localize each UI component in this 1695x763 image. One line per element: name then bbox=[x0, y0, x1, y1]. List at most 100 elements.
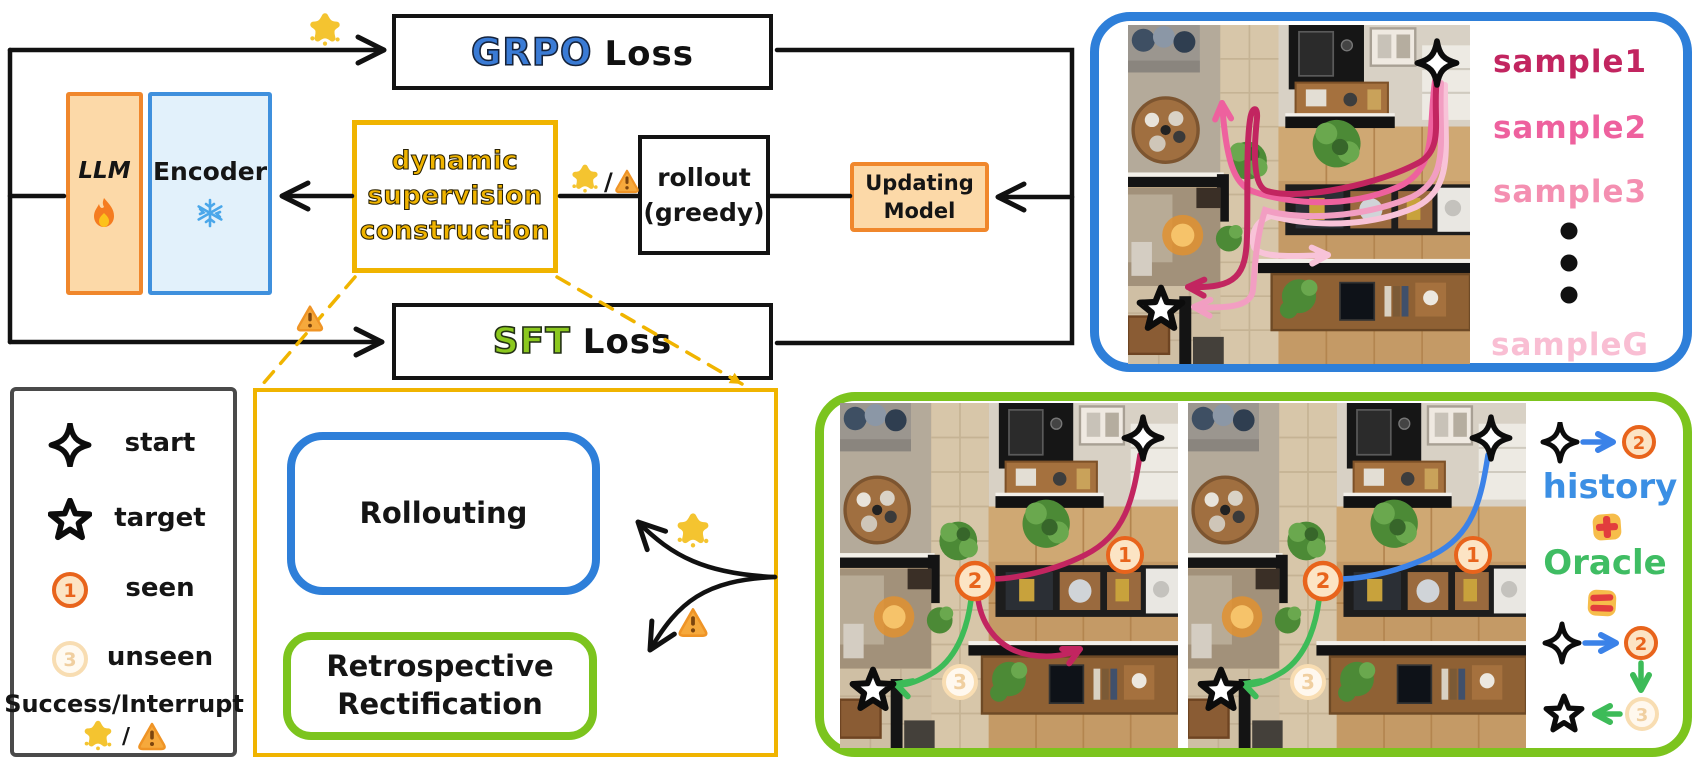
rectification-panel: 1 2 3 1 2 3 bbox=[815, 392, 1692, 757]
rectification-line1: Retrospective bbox=[326, 649, 554, 684]
svg-text:2: 2 bbox=[1633, 433, 1646, 454]
unseen-marker-icon: 3 bbox=[52, 641, 88, 677]
svg-text:2: 2 bbox=[968, 569, 983, 593]
svg-text:3: 3 bbox=[63, 649, 76, 671]
sft-loss-box: SFT Loss bbox=[392, 303, 773, 380]
ellipsis-dots-icon bbox=[1560, 222, 1578, 304]
legend-seen-label: seen bbox=[125, 573, 195, 603]
start-star-icon bbox=[1545, 624, 1579, 662]
sample3-path bbox=[1191, 80, 1445, 319]
rectification-line2: Rectification bbox=[337, 687, 543, 721]
legend-target-label: target bbox=[114, 503, 206, 533]
sample2-label: sample2 bbox=[1492, 110, 1648, 146]
encoder-label: Encoder bbox=[152, 157, 268, 186]
grpo-loss-title: GRPO Loss bbox=[470, 30, 694, 75]
dashed-link-left bbox=[260, 275, 357, 387]
plus-icon bbox=[1592, 513, 1622, 541]
target-star-icon bbox=[1546, 696, 1582, 730]
rollout-box: rollout (greedy) bbox=[638, 135, 770, 255]
svg-text:3: 3 bbox=[1301, 670, 1315, 694]
svg-text:1: 1 bbox=[63, 580, 76, 602]
svg-text:2: 2 bbox=[1635, 634, 1648, 655]
rollouting-box: Rollouting bbox=[287, 432, 600, 595]
seen-marker-1: 1 bbox=[1454, 536, 1492, 574]
grpo-text: GRPO bbox=[470, 30, 593, 75]
sampleG-label: sampleG bbox=[1491, 327, 1649, 363]
sample1-label: sample1 bbox=[1492, 44, 1648, 80]
dsc-line3: construction bbox=[359, 215, 551, 247]
interrupt-warning-icon bbox=[138, 722, 166, 751]
sample1-path bbox=[1185, 74, 1440, 299]
svg-text:3: 3 bbox=[1636, 705, 1649, 726]
interrupt-warning-icon bbox=[296, 305, 324, 332]
apartment-map-rectified: 1 2 3 bbox=[1188, 403, 1526, 748]
unseen-marker-3: 3 bbox=[1290, 664, 1326, 700]
svg-text:1: 1 bbox=[1118, 543, 1132, 567]
supervision-detail-panel: Rollouting Retrospective Rectification bbox=[253, 388, 778, 757]
seen-marker-2: 2 bbox=[1302, 560, 1344, 602]
updating-line1: Updating bbox=[865, 170, 974, 195]
rollouting-label: Rollouting bbox=[359, 495, 528, 530]
sft-loss-title: SFT Loss bbox=[492, 320, 673, 363]
target-row: 3 bbox=[1546, 696, 1659, 730]
grpo-loss-box: GRPO Loss bbox=[392, 14, 773, 90]
grpo-loss-text: Loss bbox=[604, 33, 694, 74]
seen-marker-1: 1 bbox=[1106, 536, 1144, 574]
svg-text:3: 3 bbox=[953, 670, 967, 694]
updating-line2: Model bbox=[883, 199, 956, 223]
legend-success-interrupt-label: Success/Interrupt bbox=[4, 690, 244, 718]
rollout-line2: (greedy) bbox=[643, 198, 765, 227]
interrupt-warning-icon bbox=[615, 169, 639, 194]
dynamic-supervision-box: dynamic supervision construction bbox=[352, 120, 558, 273]
legend-box: start target 1 seen 3 unseen Success/Int… bbox=[4, 387, 244, 757]
combined-row: 2 bbox=[1545, 624, 1658, 662]
retrospective-rectification-box: Retrospective Rectification bbox=[283, 632, 597, 740]
oracle-path bbox=[1241, 597, 1322, 700]
oracle-correction-path bbox=[893, 597, 974, 700]
rollout-line1: rollout bbox=[657, 163, 751, 192]
rollout-wrong-path bbox=[975, 596, 1083, 667]
updating-model-box: Updating Model bbox=[850, 162, 989, 232]
dsc-line1: dynamic bbox=[391, 145, 519, 176]
dsc-line2: supervision bbox=[367, 180, 543, 211]
sft-text: SFT bbox=[492, 320, 571, 363]
apartment-map-samples bbox=[1128, 25, 1470, 364]
samples-panel: sample1 sample2 sample3 sampleG bbox=[1090, 12, 1692, 372]
start-star-icon bbox=[1543, 423, 1577, 461]
sft-loss-text: Loss bbox=[582, 322, 673, 362]
sample3-label: sample3 bbox=[1492, 174, 1648, 210]
seen-marker-icon: 1 bbox=[52, 572, 88, 608]
history-label: history bbox=[1543, 467, 1678, 507]
target-star-icon bbox=[48, 498, 92, 542]
history-row: 2 bbox=[1543, 423, 1656, 461]
history-path bbox=[1337, 452, 1491, 582]
legend-unseen-label: unseen bbox=[106, 642, 214, 672]
rollout-history-path bbox=[989, 452, 1143, 582]
legend-start-label: start bbox=[124, 428, 196, 458]
equals-icon bbox=[1587, 589, 1617, 617]
updating-model-label: Updating Model bbox=[865, 169, 974, 226]
sample2-path bbox=[1212, 78, 1438, 206]
sampleG-path bbox=[1249, 82, 1449, 267]
seen-marker-2: 2 bbox=[954, 560, 996, 602]
apartment-map-rollout: 1 2 3 bbox=[840, 403, 1178, 748]
oracle-label: Oracle bbox=[1543, 543, 1666, 583]
llm-label: LLM bbox=[78, 157, 131, 184]
unseen-marker-3: 3 bbox=[942, 664, 978, 700]
svg-text:1: 1 bbox=[1466, 543, 1480, 567]
llm-box: LLM bbox=[66, 92, 143, 295]
svg-text:2: 2 bbox=[1316, 569, 1331, 593]
oracle-legend: 2 history Oracle 2 3 bbox=[1535, 422, 1678, 742]
dynamic-supervision-label: dynamic supervision construction bbox=[359, 144, 551, 249]
success-sun-icon bbox=[572, 167, 597, 192]
branch-separator: / bbox=[604, 168, 613, 196]
success-sun-icon bbox=[310, 16, 339, 45]
success-sun-icon bbox=[82, 720, 114, 752]
legend-separator: / bbox=[121, 724, 131, 750]
rollout-label: rollout (greedy) bbox=[643, 160, 764, 230]
snowflake-icon bbox=[197, 198, 223, 228]
retrospective-rectification-label: Retrospective Rectification bbox=[326, 648, 553, 723]
start-star-icon bbox=[48, 423, 92, 467]
encoder-box: Encoder bbox=[148, 92, 272, 295]
